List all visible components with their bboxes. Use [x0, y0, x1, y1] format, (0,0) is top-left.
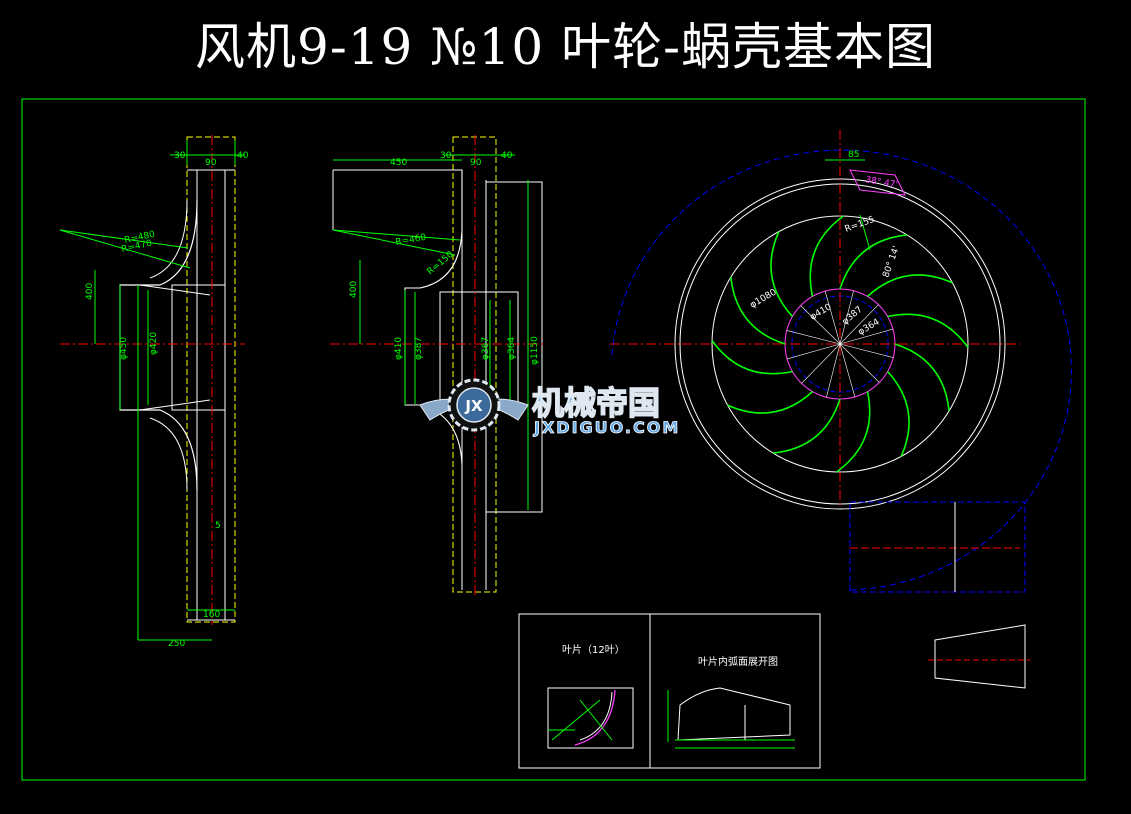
logo-badge: JX	[464, 397, 483, 415]
dim-mid-400: 400	[349, 281, 359, 298]
dim-left-40: 40	[237, 151, 249, 161]
hub-spoke	[839, 343, 856, 398]
hub-spoke	[839, 290, 854, 345]
blade-detail-title: 叶片（12叶）	[562, 643, 625, 656]
impeller-blade	[887, 313, 969, 348]
impeller-blade	[894, 343, 950, 411]
dim-right-blade-angle: 80° 14'	[881, 245, 902, 279]
dim-left-400: 400	[85, 283, 95, 300]
hub-spoke	[800, 305, 841, 345]
dim-left-250: 250	[168, 639, 185, 649]
left-section-view: 30 90 40 R=480 R=470 400 φ450 φ420 160 2…	[59, 135, 249, 649]
logo-en: JXDIGUO.COM	[533, 418, 680, 437]
dim-mid-r150: R=150	[426, 250, 456, 278]
drawing-frame	[21, 98, 1086, 781]
impeller-blade	[866, 274, 953, 297]
dim-right-d364: φ364	[857, 317, 882, 337]
impeller-blade	[730, 277, 786, 345]
dim-right-d1080: φ1080	[749, 287, 779, 310]
dim-left-30: 30	[174, 151, 186, 161]
dim-mid-450: 450	[390, 158, 407, 168]
hub-spoke	[839, 343, 880, 383]
blade-detail-box: 叶片（12叶） 叶片内弧面展开图	[518, 613, 821, 769]
hub-spoke	[839, 328, 894, 345]
dim-mid-d367: φ367	[481, 337, 491, 360]
dim-mid-90: 90	[470, 158, 482, 168]
impeller-blades	[711, 215, 969, 473]
dim-right-85: 85	[848, 150, 859, 160]
dim-mid-40: 40	[501, 151, 513, 161]
impeller-blade	[887, 370, 910, 457]
front-view-impeller: 85 38° 47' R=155 φ1080 φ410 φ387 φ364 80…	[610, 130, 1072, 593]
hub-spoke	[839, 304, 879, 345]
dim-mid-d364: φ364	[507, 337, 517, 360]
dim-right-angle: 38° 47'	[864, 175, 898, 191]
hub-spoke	[786, 330, 841, 345]
outlet-detail	[928, 624, 1030, 689]
dim-right-d387: φ387	[841, 305, 865, 328]
dim-mid-d387: φ387	[414, 337, 424, 360]
hub-spoke	[801, 343, 841, 384]
dim-left-d450: φ450	[119, 337, 129, 360]
dim-mid-30: 30	[440, 151, 452, 161]
impeller-blade	[839, 234, 907, 290]
logo-cn: 机械帝国	[532, 384, 660, 422]
impeller-blade	[770, 231, 793, 318]
hub-spoke	[826, 343, 841, 398]
impeller-blade	[711, 340, 793, 375]
impeller-blade	[836, 391, 871, 473]
impeller-blade	[773, 398, 841, 454]
dim-left-5: 5	[215, 521, 221, 531]
hub-spoke	[824, 290, 841, 345]
hub-spoke	[786, 343, 841, 360]
watermark-logo: JX 机械帝国 JXDIGUO.COM	[419, 378, 680, 437]
drawing-title: 风机9-19 №10 叶轮-蜗壳基本图	[195, 18, 936, 76]
dim-mid-d1150: φ1150	[530, 336, 540, 365]
hub-spokes	[786, 290, 894, 398]
impeller-blade	[727, 391, 814, 414]
blade-unfold-title: 叶片内弧面展开图	[698, 655, 778, 668]
hub-spoke	[839, 343, 894, 358]
dim-left-160: 160	[203, 610, 220, 620]
impeller-blade	[809, 215, 844, 297]
dim-left-90: 90	[205, 158, 217, 168]
dim-mid-d410: φ410	[394, 337, 404, 360]
dim-left-d420: φ420	[149, 332, 159, 355]
middle-section-view: 450 30 90 40 R=460 R=150 400 φ410 φ387 φ…	[330, 135, 545, 595]
